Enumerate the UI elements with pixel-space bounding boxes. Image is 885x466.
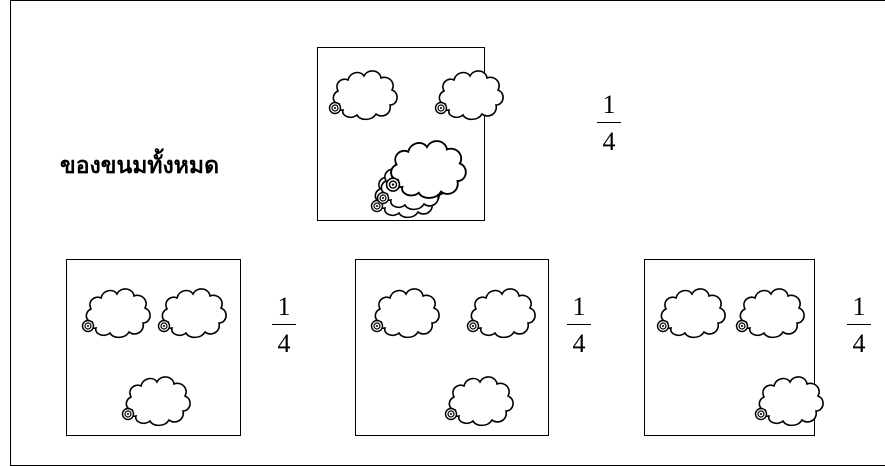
fraction-numerator: 1 [602,90,616,119]
snack-icon [733,282,809,340]
fraction-denominator: 4 [602,127,616,156]
fraction-denominator: 4 [572,329,586,358]
fraction-numerator: 1 [572,292,586,321]
snack-icon [368,282,444,340]
snack-icon [432,64,508,122]
snack-icon [79,282,155,340]
fraction-denominator: 4 [277,329,291,358]
fraction-bar [272,324,296,325]
snack-icon [326,64,402,122]
fraction-denominator: 4 [852,329,866,358]
part-2-fraction: 1 4 [566,294,592,357]
fraction-numerator: 1 [277,292,291,321]
snack-icon [155,282,231,340]
whole-snack-box [317,47,485,221]
snack-icon [442,370,518,428]
part-3-fraction: 1 4 [846,294,872,357]
whole-label: ของขนมทั้งหมด [60,152,220,178]
snack-icon [752,370,828,428]
whole-fraction: 1 4 [596,92,622,155]
part-3-snack-box [644,259,815,436]
fraction-numerator: 1 [852,292,866,321]
snack-icon [382,133,472,201]
snack-icon [654,282,730,340]
part-1-fraction: 1 4 [271,294,297,357]
part-1-snack-box [66,259,241,436]
fraction-bar [597,122,621,123]
fraction-bar [847,324,871,325]
fraction-bar [567,324,591,325]
snack-icon [119,370,195,428]
snack-icon [464,282,540,340]
part-2-snack-box [355,259,549,436]
